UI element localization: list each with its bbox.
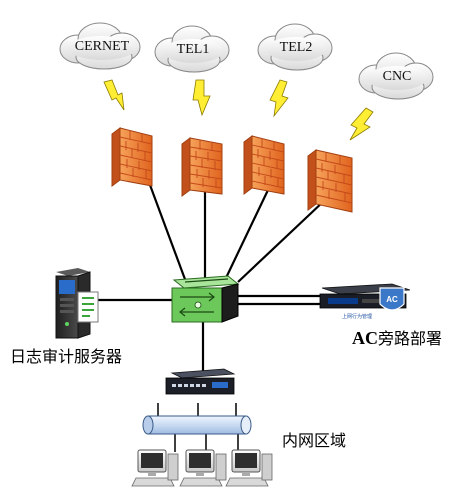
lan-bus-pipe — [142, 415, 252, 435]
lightning-bolts — [103, 79, 374, 141]
ac-label-bold: AC — [352, 328, 378, 348]
cloud-label: CERNET — [75, 39, 130, 54]
bolt-icon — [269, 79, 289, 118]
ac-deploy-label: AC旁路部署 — [352, 328, 442, 348]
cloud-label: CNC — [383, 69, 412, 84]
cloud-label: TEL1 — [177, 42, 210, 57]
bolt-icon — [192, 79, 211, 117]
pc-1 — [131, 449, 179, 487]
ac-badge-text: AC — [386, 295, 398, 304]
log-server-tower — [55, 268, 99, 339]
lan-area-label: 内网区域 — [282, 431, 346, 450]
firewall-1 — [111, 127, 153, 187]
core-switch — [171, 275, 240, 323]
link-fw3-switch — [224, 189, 269, 281]
ac-appliance: AC 上网行为管理 — [319, 283, 411, 320]
firewall-4 — [307, 149, 353, 213]
access-router — [165, 368, 236, 395]
ac-label-rest: 旁路部署 — [378, 329, 442, 348]
ac-small-caption: 上网行为管理 — [342, 313, 372, 320]
bolt-icon — [349, 107, 374, 141]
pc-3 — [225, 449, 273, 487]
firewall-3 — [243, 135, 285, 195]
cloud-tel2: TEL2 — [257, 23, 333, 71]
firewall-2 — [181, 137, 223, 197]
ac-shield-icon — [379, 287, 405, 311]
bolt-icon — [103, 79, 125, 111]
cloud-label: TEL2 — [280, 40, 313, 55]
link-fw1-switch — [148, 184, 188, 283]
pc-2 — [179, 449, 227, 487]
connection-lines — [98, 184, 326, 452]
cloud-cernet: CERNET — [59, 22, 141, 70]
log-server-label: 日志审计服务器 — [10, 347, 122, 366]
cloud-cnc: CNC — [358, 52, 434, 100]
cloud-tel1: TEL1 — [154, 25, 230, 73]
link-fw4-switch — [237, 199, 326, 283]
